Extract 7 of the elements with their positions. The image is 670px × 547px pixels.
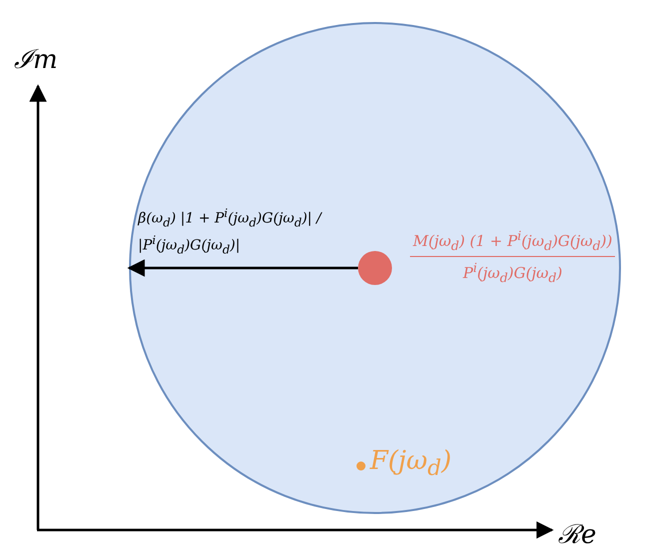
axis-label: ℐm: [14, 44, 58, 76]
axis-label: ℛe: [558, 519, 596, 547]
point-label: F(jω$_{d}$): [370, 446, 452, 482]
edge-label: β(ω$_{d}$) |1 + P$^{i}$(jω$_{d}$)G(jω$_{d}$)| / |P$^{i}$(jω$_{d}$)G(jω$_{d}$)|: [138, 205, 324, 258]
radius-arrow: [127, 259, 358, 277]
formula-denominator: P$^{i}$(jω$_{d}$)G(jω$_{d}$): [462, 259, 564, 285]
formula-numerator: M(jω$_{d}$) (1 + P$^{i}$(jω$_{d}$)G(jω$_{d}$)): [410, 228, 616, 257]
